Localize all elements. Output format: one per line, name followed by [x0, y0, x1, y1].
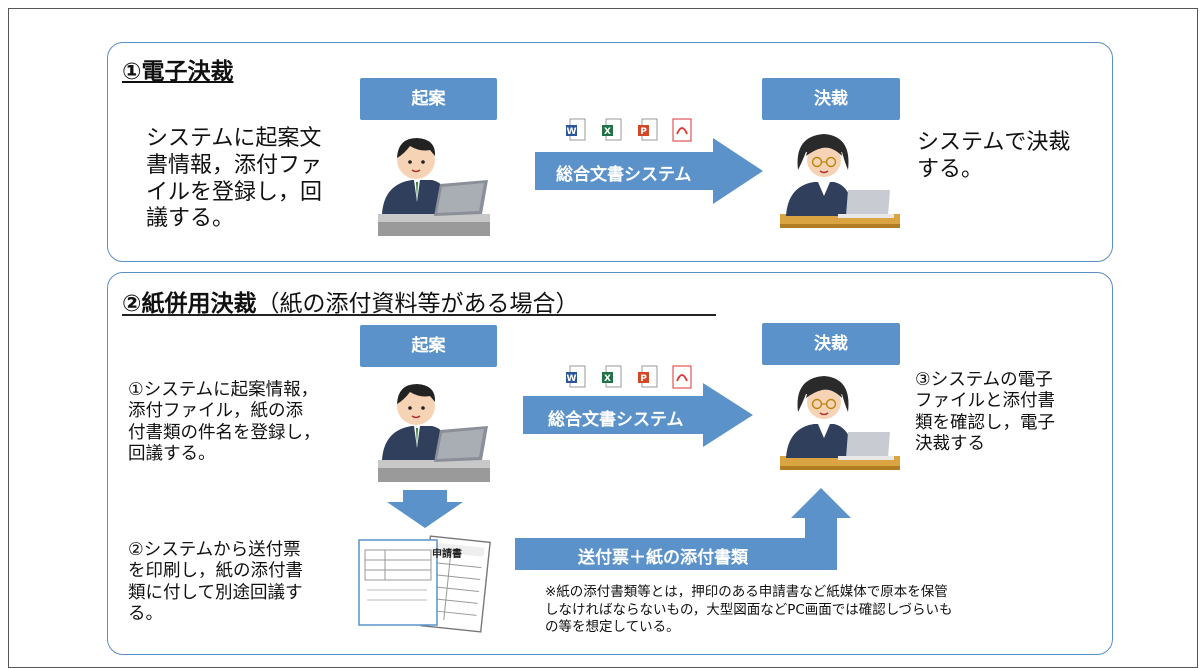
- svg-text:P: P: [640, 374, 647, 384]
- section1-title-text: ①電子決裁: [122, 59, 234, 85]
- note-line: しなければならないもの，大型図面などPC画面では確認しづらいも: [545, 601, 953, 618]
- text-line: る。: [128, 604, 163, 625]
- text-line: ③システムの電子: [915, 370, 1053, 390]
- text-line: ②システムから送付票: [128, 540, 301, 560]
- svg-text:X: X: [604, 374, 611, 384]
- text-line: システムで決裁: [917, 130, 1071, 155]
- note-line: ※紙の添付書類等とは，押印のある申請書など紙媒体で原本を保管: [545, 584, 948, 600]
- paper-route-arrow: [515, 488, 851, 570]
- section-paper-combined-approval: [107, 272, 1113, 655]
- svg-text:W: W: [567, 127, 577, 137]
- footnote: ※紙の添付書類等とは，押印のある申請書など紙媒体で原本を保管 しなければならない…: [545, 584, 952, 637]
- svg-text:W: W: [567, 374, 577, 384]
- excel-icon: X: [602, 118, 622, 141]
- role-approver-box: 決裁: [762, 78, 900, 120]
- paper-forms-illustration: [358, 535, 491, 633]
- word-icon: W: [566, 118, 586, 141]
- section2-bottom-left-text: ②システムから送付票 を印刷し，紙の添付書 類に付して別途回議す る。: [128, 540, 303, 625]
- text-line: する。: [917, 156, 984, 182]
- form-title-label: 申請書: [432, 549, 462, 560]
- text-line: イルを登録し，回: [146, 179, 323, 205]
- excel-icon: X: [602, 365, 622, 388]
- text-line: システムに起案文: [146, 126, 322, 151]
- role-approver-box-2: 決裁: [762, 323, 900, 365]
- section2-title-bold: ②紙併用決裁: [122, 291, 257, 317]
- note-line: の等を想定している。: [545, 619, 680, 636]
- role-drafter-label: 起案: [411, 89, 446, 109]
- drafter-person-illustration: [378, 138, 490, 236]
- system-arrow-label: 総合文書システム: [556, 165, 692, 185]
- text-line: 書情報，添付ファ: [146, 152, 323, 178]
- file-icons-row-2: W X P: [566, 365, 706, 393]
- text-line: 類に付して別途回議す: [128, 582, 303, 603]
- text-line: 類を確認し，電子: [915, 412, 1055, 433]
- section1-title: ①電子決裁: [122, 52, 233, 86]
- section2-left-text: ①システムに起案情報， 添付ファイル，紙の添 付書類の件名を登録し， 回議する。: [128, 380, 321, 465]
- system-arrow-2: [523, 383, 753, 447]
- file-icons-row: W X P: [566, 118, 706, 146]
- section2-title-underline: [122, 314, 716, 316]
- powerpoint-icon: P: [638, 365, 658, 388]
- svg-text:X: X: [604, 127, 611, 137]
- section1-left-text: システムに起案文 書情報，添付ファ イルを登録し，回 議する。: [146, 126, 322, 233]
- role-approver-label-2: 決裁: [814, 334, 848, 354]
- section-electronic-approval: [107, 42, 1113, 262]
- word-icon: W: [566, 365, 586, 388]
- section2-title: ②紙併用決裁（紙の添付資料等がある場合）: [122, 284, 578, 318]
- approver-person-illustration-2: [780, 376, 900, 470]
- system-arrow: [535, 138, 763, 204]
- drafter-person-illustration-2: [378, 384, 490, 482]
- role-drafter-box: 起案: [360, 78, 497, 120]
- system-arrow-label-2: 総合文書システム: [548, 410, 684, 430]
- text-line: 回議する。: [128, 444, 216, 465]
- text-line: 付書類の件名を登録し，: [128, 422, 321, 443]
- text-line: ①システムに起案情報，: [128, 380, 319, 400]
- text-line: 議する。: [146, 206, 235, 232]
- down-arrow: [387, 490, 463, 528]
- pdf-icon: [672, 365, 692, 389]
- pdf-icon: [672, 118, 692, 142]
- paper-route-arrow-label: 送付票＋紙の添付書類: [578, 548, 748, 568]
- text-line: を印刷し，紙の添付書: [128, 561, 303, 582]
- text-line: ファイルと添付書: [915, 391, 1055, 412]
- section1-right-text: システムで決裁 する。: [917, 130, 1070, 184]
- text-line: 添付ファイル，紙の添: [128, 401, 303, 422]
- role-approver-label: 決裁: [814, 89, 848, 109]
- svg-text:P: P: [640, 127, 647, 137]
- role-drafter-box-2: 起案: [360, 325, 497, 367]
- section2-right-text: ③システムの電子 ファイルと添付書 類を確認し，電子 決裁する: [915, 370, 1055, 455]
- approver-person-illustration: [780, 134, 900, 228]
- text-line: 決裁する: [915, 434, 985, 455]
- section2-title-rest: （紙の添付資料等がある場合）: [256, 291, 579, 317]
- role-drafter-label-2: 起案: [411, 336, 446, 356]
- powerpoint-icon: P: [638, 118, 658, 141]
